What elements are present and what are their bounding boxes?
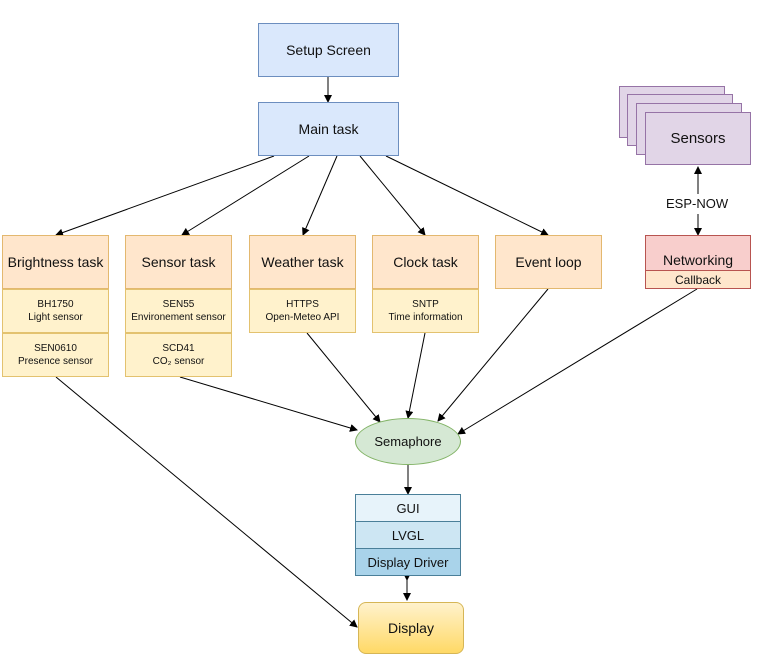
sensors-label: Sensors xyxy=(670,130,726,147)
brightness-task-label: Brightness task xyxy=(7,254,104,270)
lvgl-layer: LVGL xyxy=(355,521,461,549)
bh1750-line2: Light sensor xyxy=(28,312,83,323)
main-task-label: Main task xyxy=(298,121,359,137)
https-line2: Open-Meteo API xyxy=(265,312,340,323)
sensor-task-label: Sensor task xyxy=(141,254,216,270)
edge-main-clock xyxy=(359,155,426,236)
event-loop-label: Event loop xyxy=(515,254,582,270)
sntp-line1: SNTP xyxy=(412,299,439,310)
main-task-node: Main task xyxy=(258,102,399,156)
gui-layer: GUI xyxy=(355,494,461,522)
sntp-detail: SNTP Time information xyxy=(372,289,479,333)
gui-label: GUI xyxy=(396,500,420,516)
display-driver-layer: Display Driver xyxy=(355,548,461,576)
sen55-line1: SEN55 xyxy=(162,299,195,310)
sen55-line2: Environement sensor xyxy=(131,312,226,323)
edge-network-semaphore xyxy=(457,288,698,435)
event-loop-node: Event loop xyxy=(495,235,602,289)
networking-label: Networking xyxy=(662,252,734,268)
callback-label: Callback xyxy=(674,272,722,287)
weather-task-node: Weather task xyxy=(249,235,356,289)
edge-event-semaphore xyxy=(437,288,549,422)
sensor-task-node: Sensor task xyxy=(125,235,232,289)
bh1750-detail: BH1750 Light sensor xyxy=(2,289,109,333)
setup-screen-label: Setup Screen xyxy=(286,42,371,58)
scd41-line2: CO₂ sensor xyxy=(152,356,205,367)
display-driver-label: Display Driver xyxy=(367,554,449,570)
https-detail: HTTPS Open-Meteo API xyxy=(249,289,356,333)
brightness-task-node: Brightness task xyxy=(2,235,109,289)
sen0610-line2: Presence sensor xyxy=(17,356,94,367)
semaphore-node: Semaphore xyxy=(355,418,461,465)
weather-task-label: Weather task xyxy=(261,254,344,270)
sen0610-detail: SEN0610 Presence sensor xyxy=(2,333,109,377)
display-label: Display xyxy=(388,620,434,636)
edge-main-weather xyxy=(302,155,338,236)
edge-scd41-semaphore xyxy=(179,376,358,432)
sensors-node: Sensors xyxy=(645,112,751,165)
scd41-detail: SCD41 CO₂ sensor xyxy=(125,333,232,377)
callback-node: Callback xyxy=(645,271,751,289)
lvgl-label: LVGL xyxy=(391,527,425,543)
clock-task-node: Clock task xyxy=(372,235,479,289)
setup-screen-node: Setup Screen xyxy=(258,23,399,77)
semaphore-label: Semaphore xyxy=(374,434,442,449)
clock-task-label: Clock task xyxy=(393,254,458,270)
sen55-detail: SEN55 Environement sensor xyxy=(125,289,232,333)
edge-main-sensor xyxy=(181,155,310,236)
esp-now-label: ESP-NOW xyxy=(663,196,732,211)
edge-main-brightness xyxy=(55,155,275,237)
sen0610-line1: SEN0610 xyxy=(34,343,77,354)
display-node: Display xyxy=(358,602,464,654)
edge-main-event xyxy=(385,155,549,236)
bh1750-line1: BH1750 xyxy=(37,299,74,310)
networking-node: Networking xyxy=(645,235,751,271)
https-line1: HTTPS xyxy=(286,299,319,310)
edge-sen0610-display xyxy=(55,376,358,628)
scd41-line1: SCD41 xyxy=(162,343,195,354)
sntp-line2: Time information xyxy=(388,312,463,323)
edge-weather-semaphore xyxy=(306,332,381,423)
edge-clock-semaphore xyxy=(405,332,426,419)
